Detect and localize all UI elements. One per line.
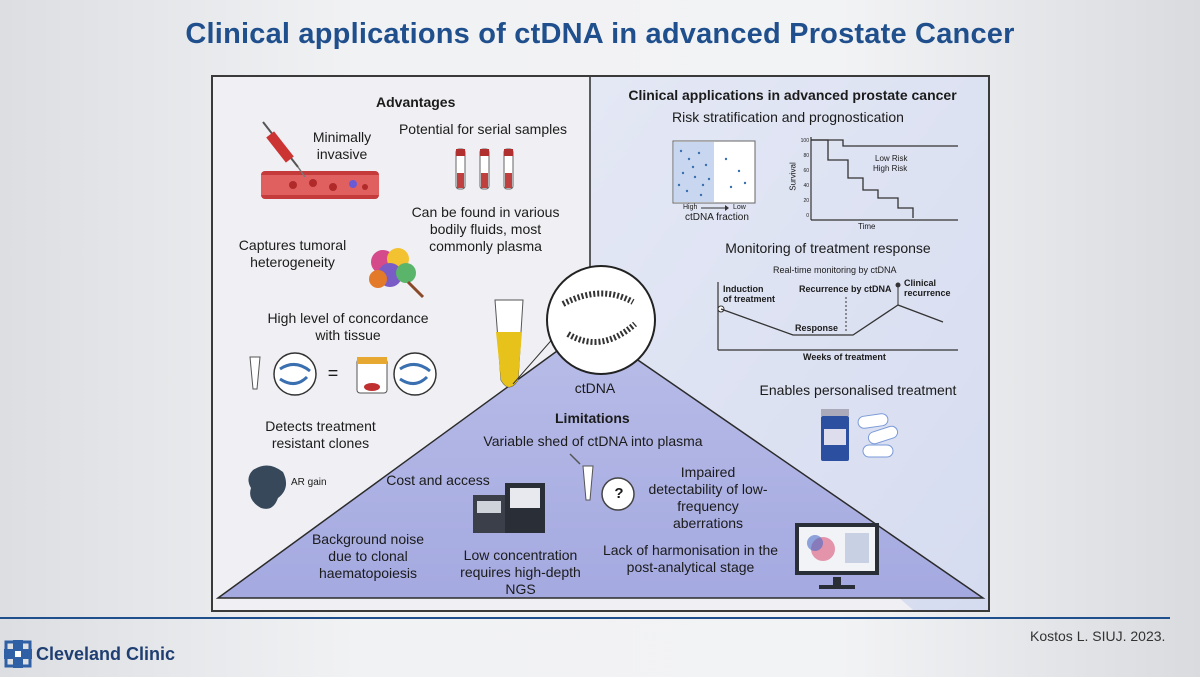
low-conc-line-2: requires high-depth [460, 564, 581, 580]
high-label: High [683, 204, 698, 211]
clinical-recurrence-label: Clinical recurrence [904, 278, 951, 298]
impaired-line-2: detectability of low- [648, 481, 768, 497]
heterogeneity-line-1: Captures tumoral [238, 237, 347, 253]
question-tube-icon [569, 453, 635, 511]
induction-label: Induction of treatment [723, 284, 775, 304]
induction-line-2: of treatment [723, 294, 776, 304]
low-risk-label: Low Risk [875, 154, 908, 163]
resistant-line-1: Detects treatment [265, 418, 376, 434]
syringe-vein-icon [261, 121, 379, 199]
background-line-1: Background noise [311, 531, 425, 547]
cost-access-text: Cost and access [386, 472, 490, 488]
limitations-heading: Limitations [555, 410, 630, 426]
heterogeneity-line-2: heterogeneity [250, 254, 335, 270]
tumor-cells-icon [369, 248, 425, 299]
high-risk-label: High Risk [873, 164, 908, 173]
harmonisation-line-1: Lack of harmonisation in the [602, 542, 779, 558]
time-axis-label: Time [858, 222, 876, 231]
low-concentration-text: Low concentration requires high-depth NG… [438, 547, 603, 598]
bodily-fluids-text: Can be found in various bodily fluids, m… [393, 204, 578, 255]
survival-y-ticks: 100 80 60 40 20 0 [795, 134, 809, 224]
y-tick-60: 60 [803, 168, 809, 174]
impaired-line-1: Impaired [680, 464, 736, 480]
y-tick-0: 0 [806, 213, 809, 219]
weeks-axis-label: Weeks of treatment [803, 352, 886, 362]
resistant-clones-text: Detects treatment resistant clones [243, 418, 398, 452]
harmonisation-line-2: post-analytical stage [626, 559, 755, 575]
ar-gain-label: AR gain [291, 477, 327, 488]
blood-tubes-icon [455, 148, 514, 190]
treatment-response-chart [717, 282, 958, 351]
bodily-fluids-line-3: commonly plasma [429, 238, 542, 254]
background-line-3: haematopoiesis [318, 565, 418, 581]
harmonisation-text: Lack of harmonisation in the post-analyt… [583, 542, 798, 576]
heterogeneity-text: Captures tumoral heterogeneity [225, 237, 360, 271]
bodily-fluids-line-1: Can be found in various [411, 204, 560, 220]
ctdna-fraction-box [672, 140, 756, 204]
resistant-line-2: resistant clones [271, 435, 370, 451]
serial-samples-text: Potential for serial samples [398, 121, 568, 137]
clinical-heading: Clinical applications in advanced prosta… [628, 87, 957, 103]
variable-shed-text: Variable shed of ctDNA into plasma [483, 433, 703, 449]
figure-frame: Advantages Minimally invasive Potential … [211, 75, 990, 612]
monitoring-text: Monitoring of treatment response [725, 240, 931, 256]
question-mark: ? [614, 485, 624, 502]
background-line-2: due to clonal [328, 548, 408, 564]
monitor-icon [795, 523, 879, 589]
survival-curve-chart [810, 137, 958, 221]
ctdna-tube-circle-icon [494, 265, 656, 388]
sequencer-icon [473, 483, 545, 533]
impaired-detectability-text: Impaired detectability of low- frequency… [638, 464, 778, 532]
slide-title: Clinical applications of ctDNA in advanc… [185, 18, 1015, 50]
figure-background [213, 77, 988, 610]
minimally-invasive-line-1: Minimally [312, 129, 372, 145]
ctdna-fraction-label: ctDNA fraction [685, 212, 749, 223]
low-label: Low [733, 204, 746, 211]
arrow-icon [701, 205, 729, 211]
pill-bottle-icon [821, 409, 899, 461]
impaired-line-3: frequency [677, 498, 739, 514]
concordance-line-2: with tissue [315, 327, 381, 343]
footer-divider [0, 617, 1170, 619]
background-noise-text: Background noise due to clonal haematopo… [293, 531, 443, 582]
equals-sign: = [327, 363, 339, 383]
induction-line-1: Induction [723, 284, 764, 294]
minimally-invasive-text: Minimally invasive [302, 129, 382, 163]
y-tick-40: 40 [803, 183, 809, 189]
citation-text: Kostos L. SIUJ. 2023. [1030, 628, 1166, 644]
concordance-line-1: High level of concordance [267, 310, 429, 326]
clinical-recurrence-line-2: recurrence [904, 288, 951, 298]
advantages-heading: Advantages [376, 94, 456, 110]
clinical-recurrence-line-1: Clinical [904, 278, 937, 288]
cleveland-clinic-text: Cleveland Clinic [36, 644, 176, 664]
ar-protein-icon [248, 465, 287, 509]
recurrence-ctdna-label: Recurrence by ctDNA [799, 284, 892, 294]
bodily-fluids-line-2: bodily fluids, most [429, 221, 542, 237]
impaired-line-4: aberrations [672, 515, 744, 531]
plasma-dna-icon [249, 352, 317, 396]
y-tick-80: 80 [803, 153, 809, 159]
survival-axis-label: Survival [788, 162, 798, 191]
cleveland-clinic-logo-icon [4, 640, 32, 668]
minimally-invasive-line-2: invasive [316, 146, 368, 162]
realtime-monitoring-label: Real-time monitoring by ctDNA [773, 265, 897, 275]
y-tick-20: 20 [803, 198, 809, 204]
personalised-treatment-text: Enables personalised treatment [759, 382, 957, 398]
ctdna-label: ctDNA [574, 380, 616, 396]
response-label: Response [795, 323, 839, 333]
concordance-text: High level of concordance with tissue [238, 310, 458, 344]
tissue-dna-icon [356, 352, 437, 396]
low-conc-line-3: NGS [505, 581, 536, 597]
risk-stratification-text: Risk stratification and prognostication [672, 109, 904, 125]
low-conc-line-1: Low concentration [463, 547, 578, 563]
y-tick-100: 100 [800, 138, 809, 144]
